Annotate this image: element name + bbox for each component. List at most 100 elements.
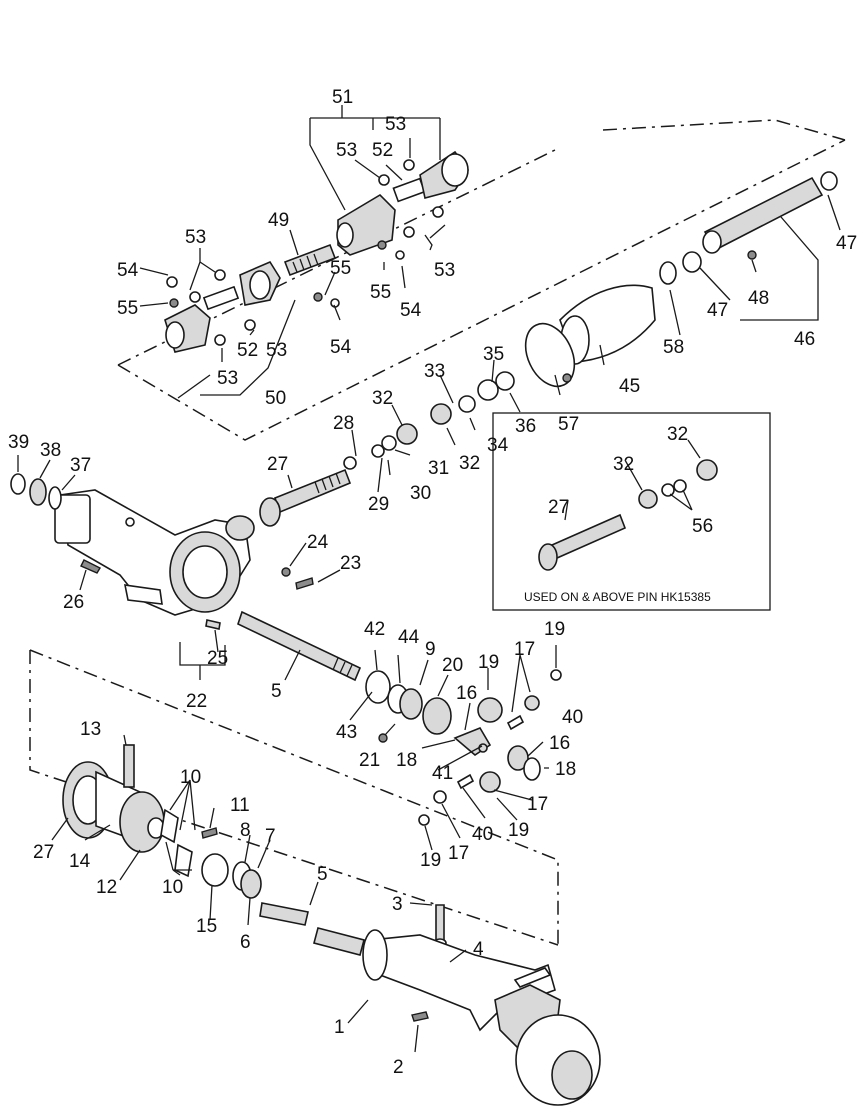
shaft-49 [283,243,337,277]
callout-label: 46 [794,329,815,350]
callout-label: 24 [307,532,329,553]
callout-label: 5 [317,864,328,885]
callout-label: 18 [555,759,576,780]
callout-label: 40 [472,824,493,845]
callout-label: 32 [613,454,634,475]
callout-label: 43 [336,722,357,743]
callout-label: 32 [667,424,688,445]
clamp-57 [524,322,576,388]
callout-label: 41 [432,763,453,784]
callout-label: 16 [456,683,477,704]
u-joint-assembly-50 [164,260,340,353]
callout-label: 37 [70,455,91,476]
callout-label: 12 [96,877,117,898]
callout-label: 55 [370,282,391,303]
callout-label: 7 [265,826,276,847]
callout-label: 6 [240,932,251,953]
callout-label: 27 [267,454,288,475]
callout-label: 38 [40,440,61,461]
callout-label: 54 [117,260,139,281]
callout-labels: 51 53 53 52 53 49 53 54 55 55 54 55 53 5… [8,87,857,1078]
callout-label: 51 [332,87,353,108]
callout-label: 52 [372,140,393,161]
callout-label: 9 [425,639,436,660]
callout-label: 19 [420,850,441,871]
callout-label: 54 [330,337,352,358]
callout-label: 20 [442,655,463,676]
pinion-shaft-27 [259,468,352,527]
callout-label: 4 [473,939,484,960]
callout-label: 15 [196,916,217,937]
axle-shaft-5-lower [259,902,365,956]
bearing-stack-upper [343,371,515,470]
pin-25 [205,619,221,630]
group-brackets [177,105,819,680]
callout-label: 31 [428,458,449,479]
callout-label: 28 [333,413,354,434]
callout-label: 54 [400,300,422,321]
drive-yoke-assembly-51 [336,150,469,260]
axle-housing-upper [54,489,255,616]
callout-label: 30 [410,483,431,504]
callout-label: 17 [448,843,469,864]
callout-label: 53 [185,227,206,248]
callout-label: 17 [514,639,535,660]
boot-45 [559,261,677,365]
differential-parts [365,669,562,826]
seal-ring-39-38-37 [10,473,62,510]
callout-label: 39 [8,432,29,453]
callout-label: 55 [117,298,138,319]
tube-46 [682,171,838,273]
callout-label: 35 [483,344,504,365]
callout-label: 44 [398,627,420,648]
callout-label: 55 [330,258,351,279]
callout-label: 25 [207,648,228,669]
callout-label: 40 [562,707,583,728]
inset-note: USED ON & ABOVE PIN HK15385 [524,590,711,604]
upper-dashed-frame [117,119,846,441]
callout-label: 16 [549,733,570,754]
callout-label: 8 [240,820,251,841]
callout-label: 34 [487,435,509,456]
callout-label: 33 [424,361,445,382]
callout-label: 17 [527,794,548,815]
callout-label: 47 [836,233,857,254]
callout-label: 19 [478,652,499,673]
callout-label: 53 [385,114,406,135]
callout-label: 19 [508,820,529,841]
callout-label: 13 [80,719,101,740]
callout-label: 27 [33,842,54,863]
axle-shaft-5-upper [237,610,362,682]
callout-label: 53 [266,340,287,361]
lower-dashed-frame [29,649,559,946]
callout-label: 18 [396,750,417,771]
callout-label: 2 [393,1057,404,1078]
inset-pinion-shaft [538,459,718,571]
callout-label: 1 [334,1017,345,1038]
carrier-assembly [62,744,262,899]
callout-label: 19 [544,619,565,640]
leader-lines [17,138,841,1053]
callout-label: 32 [372,388,393,409]
axle-housing-lower [362,929,601,1106]
callout-label: 3 [392,894,403,915]
callout-label: 52 [237,340,258,361]
callout-label: 10 [180,767,201,788]
callout-label: 26 [63,592,84,613]
callout-label: 53 [336,140,357,161]
callout-label: 36 [515,416,536,437]
callout-label: 58 [663,337,684,358]
callout-label: 10 [162,877,183,898]
bolt-26 [80,559,101,574]
callout-label: 47 [707,300,728,321]
callout-label: 27 [548,497,569,518]
callout-label: 32 [459,453,480,474]
callout-label: 57 [558,414,579,435]
callout-label: 50 [265,388,286,409]
callout-label: 48 [748,288,769,309]
callout-label: 11 [230,795,250,816]
bolt-23-24 [281,567,314,590]
callout-label: 29 [368,494,389,515]
inset-frame [492,412,771,611]
